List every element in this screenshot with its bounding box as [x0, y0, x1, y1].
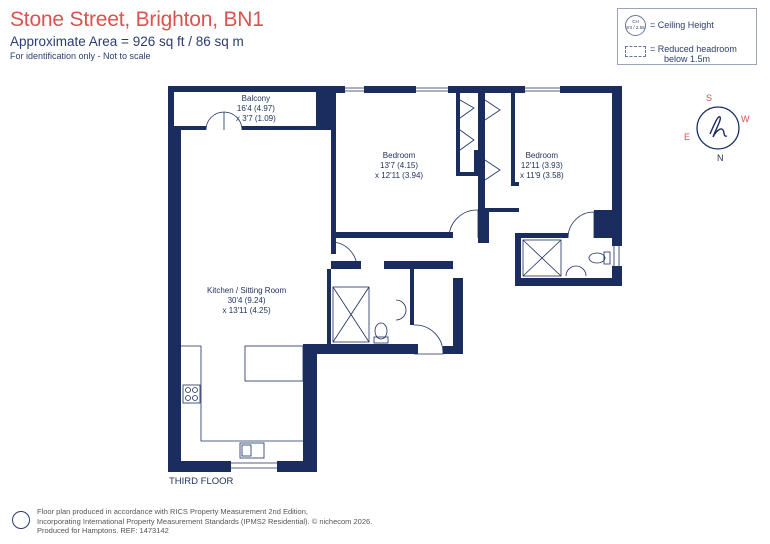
bedroom-2-dim1: 12'11 (3.93) [520, 161, 563, 170]
reduced-headroom-label: = Reduced headroom below 1.5m [650, 44, 737, 64]
room-kitchen-sitting: Kitchen / Sitting Room 30'4 (9.24) x 13'… [207, 286, 286, 316]
room-bedroom-1: Bedroom 13'7 (4.15) x 12'11 (3.94) [375, 151, 423, 181]
footer-line2: Incorporating International Property Mea… [37, 516, 373, 526]
compass-n: N [717, 153, 724, 163]
ceiling-height-label: = Ceiling Height [650, 20, 714, 30]
balcony-name: Balcony [241, 94, 271, 103]
ch-value: 8'4 / 2.55 [626, 25, 645, 30]
reduced-headroom-line1: = Reduced headroom [650, 44, 737, 54]
property-title: Stone Street, Brighton, BN1 [10, 8, 264, 31]
approximate-area: Approximate Area = 926 sq ft / 86 sq m [10, 34, 244, 49]
nichecom-logo-icon [12, 511, 30, 529]
footer-credits: Floor plan produced in accordance with R… [37, 507, 372, 536]
disclaimer-note: For identification only - Not to scale [10, 51, 151, 61]
ch-label: CH [632, 19, 639, 24]
footer-line1: Floor plan produced in accordance with R… [37, 507, 308, 516]
bedroom-2-name: Bedroom [525, 151, 559, 160]
bedroom-1-dim2: x 12'11 (3.94) [375, 171, 424, 180]
footer-line3: Produced for Hamptons. REF: 1473142 [37, 526, 169, 535]
bedroom-1-name: Bedroom [382, 151, 416, 160]
room-bedroom-2: Bedroom 12'11 (3.93) x 11'9 (3.58) [520, 151, 564, 181]
balcony-dim1: 16'4 (4.97) [236, 104, 275, 113]
balcony-dim2: x 3'7 (1.09) [236, 114, 276, 123]
reduced-headroom-icon [625, 46, 646, 57]
compass-w: W [741, 114, 750, 124]
walls [168, 86, 622, 472]
reduced-headroom-line2: below 1.5m [664, 54, 711, 64]
ceiling-height-icon: CH 8'4 / 2.55 [625, 15, 646, 36]
bedroom-2-dim2: x 11'9 (3.58) [520, 171, 564, 180]
compass-icon: S W E N [684, 93, 750, 163]
room-balcony: Balcony 16'4 (4.97) x 3'7 (1.09) [236, 94, 276, 124]
compass-s: S [706, 93, 712, 103]
fixtures [181, 87, 620, 469]
legend-box: CH 8'4 / 2.55 = Ceiling Height = Reduced… [617, 8, 757, 65]
kitchen-name: Kitchen / Sitting Room [207, 286, 287, 295]
kitchen-dim1: 30'4 (9.24) [227, 296, 266, 305]
compass-e: E [684, 132, 690, 142]
floor-label: THIRD FLOOR [169, 476, 234, 487]
bedroom-1-dim1: 13'7 (4.15) [380, 161, 419, 170]
kitchen-dim2: x 13'11 (4.25) [222, 306, 271, 315]
